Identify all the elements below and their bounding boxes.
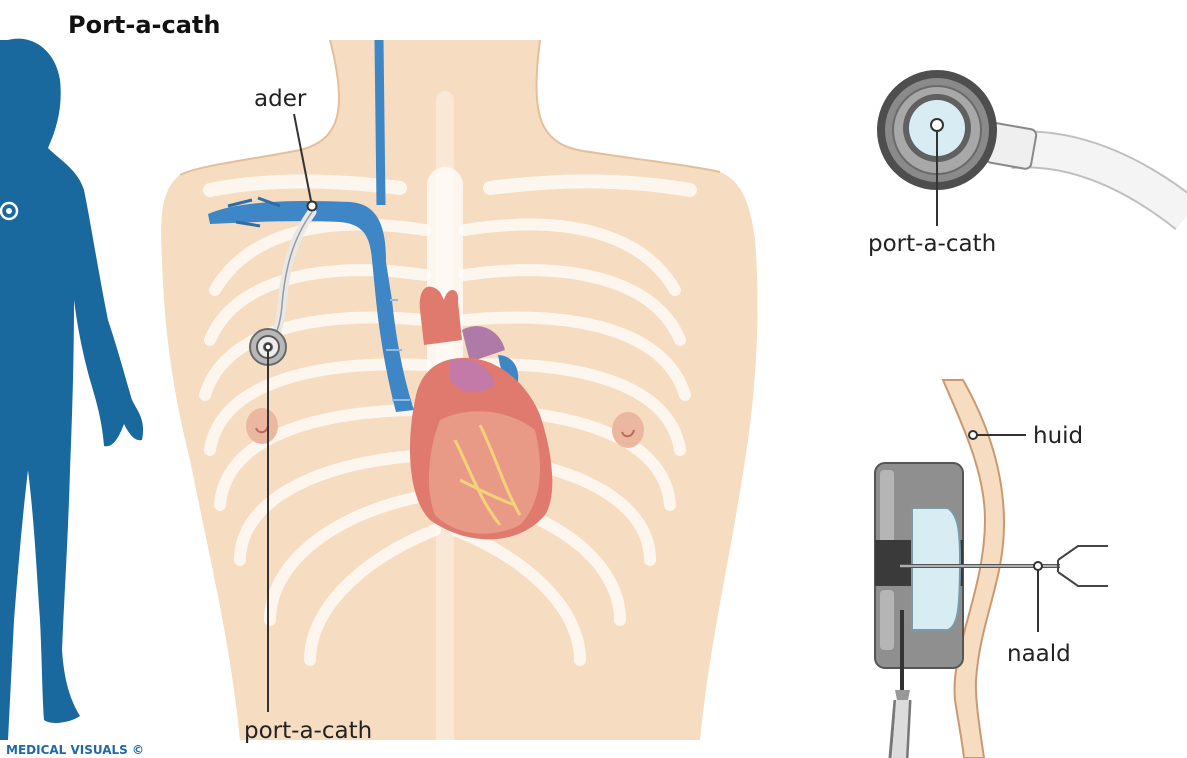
body-silhouette [0,39,143,740]
vein-jugular [379,40,381,205]
label-naald: naald [1007,641,1071,667]
needle-hub [1058,546,1108,586]
label-ader: ader [254,86,307,112]
aorta [420,287,462,345]
label-port-a-cath-chest: port-a-cath [244,718,372,744]
port-detail: port-a-cath [868,70,1187,257]
diagram-title: Port-a-cath [68,11,220,39]
credit-text: MEDICAL VISUALS © [6,743,144,757]
silhouette-shape [0,39,143,740]
septum [912,508,960,630]
label-huid: huid [1033,423,1083,449]
label-port-a-cath-detail: port-a-cath [868,231,996,257]
cross-section: huid naald [875,380,1108,758]
